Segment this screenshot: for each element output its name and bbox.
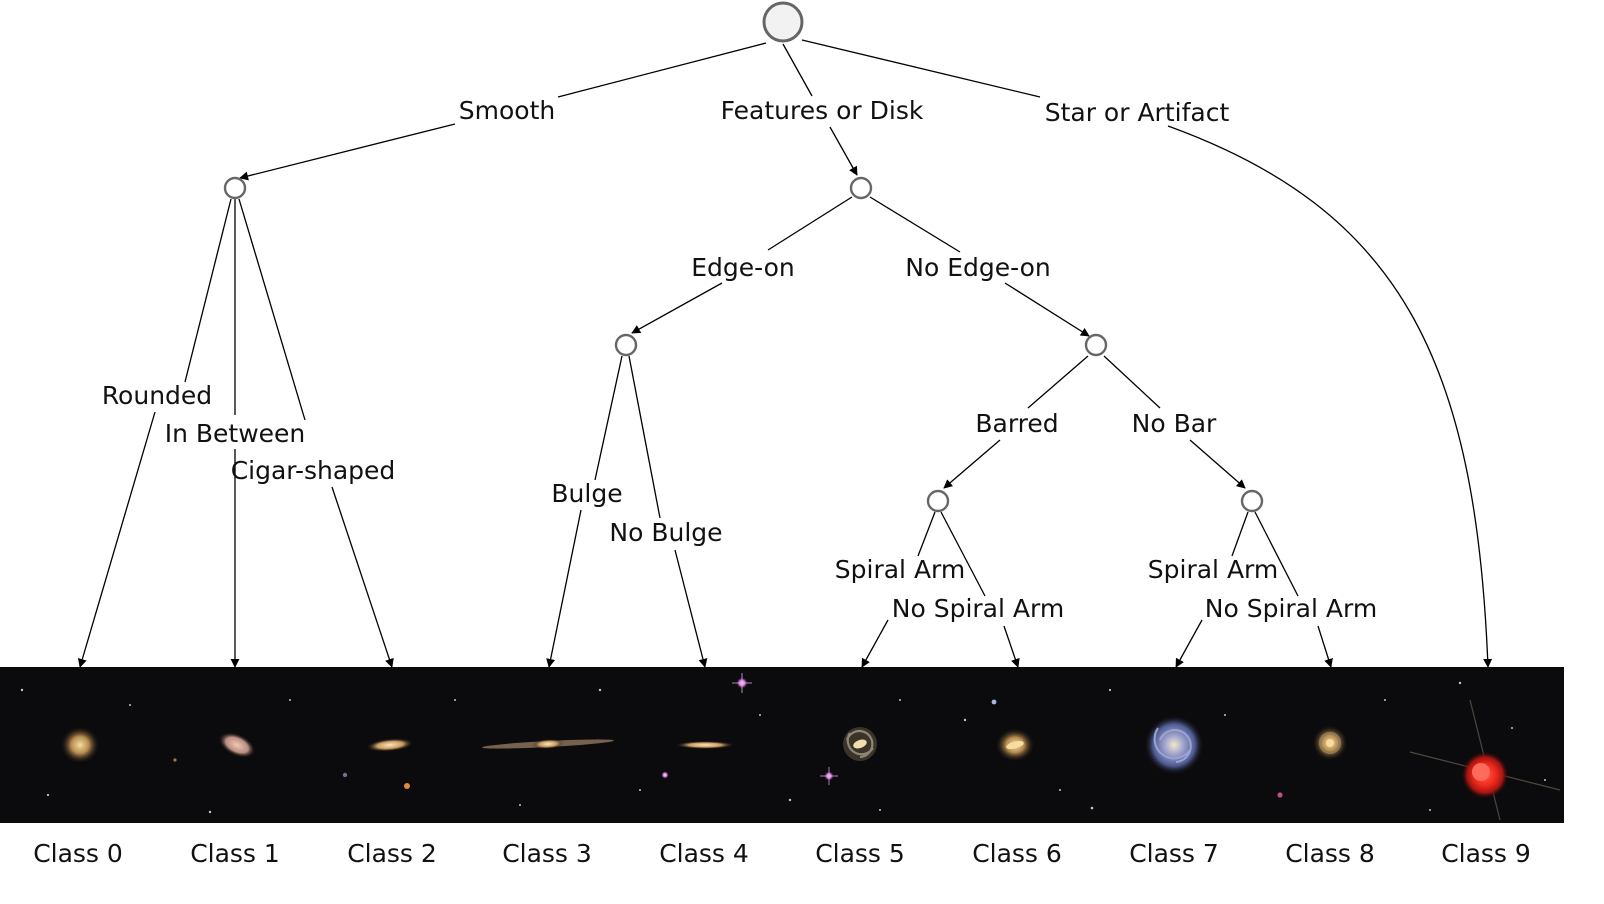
galaxy-image-strip [0,667,1564,823]
class-label: Class 0 [33,839,123,868]
edge-nobar-class8-a [1254,511,1299,597]
edge-features-edgeon-b [631,282,723,334]
edge-barred-class6-b [1003,625,1020,668]
bright-star [661,673,838,785]
root-node [762,1,804,43]
galaxy-class-9 [1409,699,1561,821]
galaxy-class-2 [366,738,414,752]
class-label: Class 6 [972,839,1062,868]
edge-noedge-barred-a [1027,355,1089,409]
label-no-spiral-arm-nobar: No Spiral Arm [1205,594,1377,623]
edge-barred-class5-b [861,619,889,668]
edge-root-features-a [782,43,813,97]
tree-edges [77,39,1493,668]
tree-nodes [223,1,1264,513]
galaxy-class-3 [482,738,614,750]
label-cigar-shaped: Cigar-shaped [231,456,396,485]
edge-noedge-nobar-a [1103,355,1161,409]
edge-smooth-class2-a [238,198,306,421]
node-no-edge-on [1084,333,1108,357]
edge-nobar-class7-b [1175,619,1203,668]
edge-edgeon-class4-a [628,355,661,519]
edge-smooth-class2-b [331,486,394,668]
edge-nobar-class7-a [1231,511,1249,557]
galaxy-class-5 [843,727,877,761]
label-no-bulge: No Bulge [609,518,722,547]
edge-root-class9 [1167,125,1493,668]
label-no-bar: No Bar [1132,409,1217,438]
label-smooth: Smooth [459,96,555,125]
label-star-or-artifact: Star or Artifact [1045,98,1230,127]
galaxy-class-8 [1312,725,1348,761]
edge-root-smooth-a [557,42,767,98]
node-features [849,176,873,200]
edge-root-features-b [829,126,858,176]
class-label: Class 7 [1129,839,1219,868]
label-spiral-arm-barred: Spiral Arm [835,555,965,584]
galaxy-class-1 [218,731,256,759]
label-edge-on: Edge-on [691,253,795,282]
label-bulge: Bulge [551,479,622,508]
class-label: Class 1 [190,839,280,868]
node-no-bar [1240,489,1264,513]
node-edge-on [614,333,638,357]
label-spiral-arm-nobar: Spiral Arm [1148,555,1278,584]
edge-smooth-class0-a [184,198,232,383]
class-labels: Class 0 Class 1 Class 2 Class 3 Class 4 … [33,839,1531,868]
class-label: Class 4 [659,839,749,868]
edge-root-star-a [801,39,1041,98]
edge-edgeon-class3-a [594,355,623,481]
galaxy-class-0 [60,726,100,764]
class-label: Class 2 [347,839,437,868]
edge-barred-class6-a [940,511,986,597]
class-label: Class 5 [815,839,905,868]
background-stars [20,681,1546,814]
edge-features-noedge-b [1004,282,1090,337]
label-no-edge-on: No Edge-on [905,253,1050,282]
node-barred [926,489,950,513]
label-in-between: In Between [165,419,306,448]
class-label: Class 8 [1285,839,1375,868]
edge-edgeon-class3-b [546,509,582,668]
class-label: Class 9 [1441,839,1531,868]
galaxy-class-4 [675,741,735,749]
edge-features-noedge-a [869,196,961,253]
label-barred: Barred [975,409,1058,438]
edge-labels: Smooth Features or Disk Star or Artifact… [102,96,1377,623]
class-label: Class 3 [502,839,592,868]
galaxy-class-6 [995,728,1035,762]
label-rounded: Rounded [102,381,212,410]
edge-barred-class5-a [917,511,936,557]
edge-smooth-class0-b [77,411,156,668]
galaxy-class-7 [1144,715,1204,775]
edge-noedge-nobar-b [1189,439,1246,489]
label-features-or-disk: Features or Disk [721,96,924,125]
edge-edgeon-class4-b [674,549,708,668]
edge-noedge-barred-b [943,439,1001,489]
edge-nobar-class8-b [1317,625,1333,668]
edge-features-edgeon-a [767,196,853,251]
edge-root-smooth-b [239,123,456,181]
label-no-spiral-arm-barred: No Spiral Arm [892,594,1064,623]
node-smooth [223,176,247,200]
